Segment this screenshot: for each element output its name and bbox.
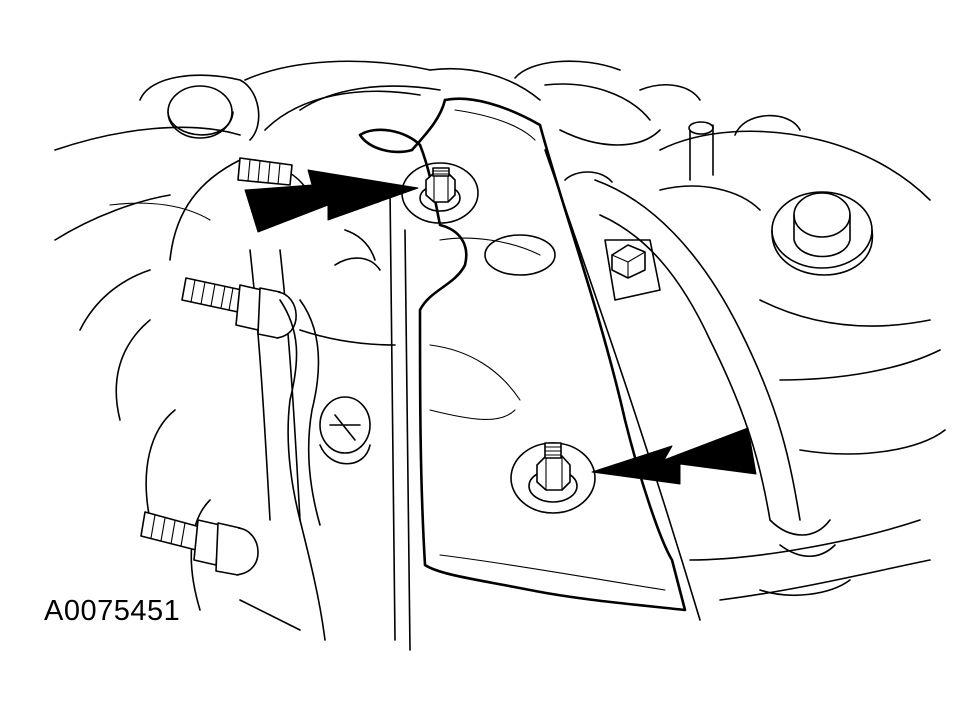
upper-nut <box>401 162 479 224</box>
lower-nut <box>510 442 596 514</box>
figure-id-label: A0075451 <box>44 595 181 627</box>
callout-arrow-upper-icon <box>244 169 419 233</box>
left-stud-bolts <box>140 157 321 576</box>
heat-shield-plate <box>358 97 687 612</box>
callout-arrow-lower-icon <box>591 427 757 485</box>
engine-background-lines <box>54 60 946 651</box>
